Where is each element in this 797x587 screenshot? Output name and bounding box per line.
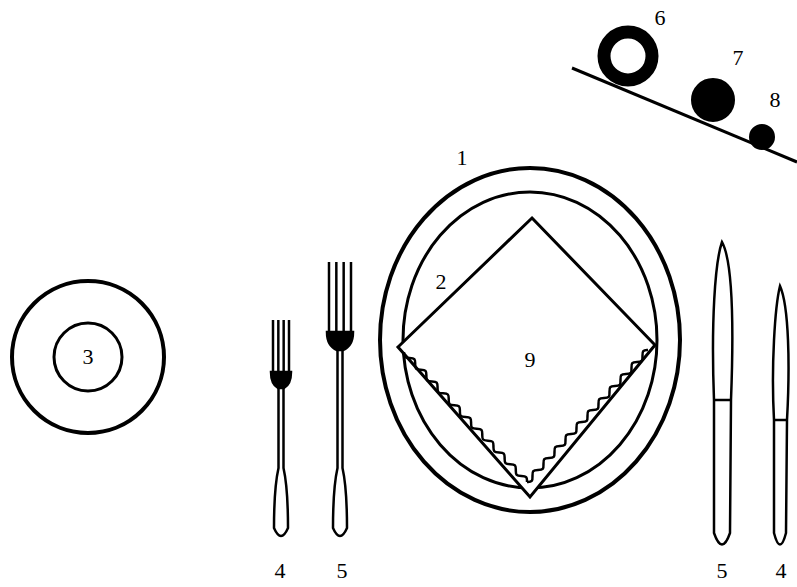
callout-number: 3 [82,346,95,368]
wine-glass [693,80,733,120]
callout-number: 4 [775,560,788,582]
callout-number: 6 [654,7,667,29]
bread-plate-well [54,323,122,391]
callout-number: 1 [456,147,469,169]
bread-plate [12,281,164,433]
callout-number: 7 [732,47,745,69]
callout-number: 5 [336,560,349,582]
service-plate [380,168,680,512]
callout-number: 4 [274,560,287,582]
small-glass [751,126,773,148]
knife [773,286,789,545]
callout-number: 5 [716,560,729,582]
napkin [398,218,655,497]
water-glass [604,32,652,80]
callout-number: 2 [435,271,448,293]
napkin-hem [404,352,527,482]
knife [713,242,732,545]
fork [271,320,291,536]
callout-number: 9 [524,349,537,371]
fork [327,262,353,536]
callout-number: 8 [769,89,782,111]
glass-line [572,68,797,162]
napkin-hem [527,350,648,482]
